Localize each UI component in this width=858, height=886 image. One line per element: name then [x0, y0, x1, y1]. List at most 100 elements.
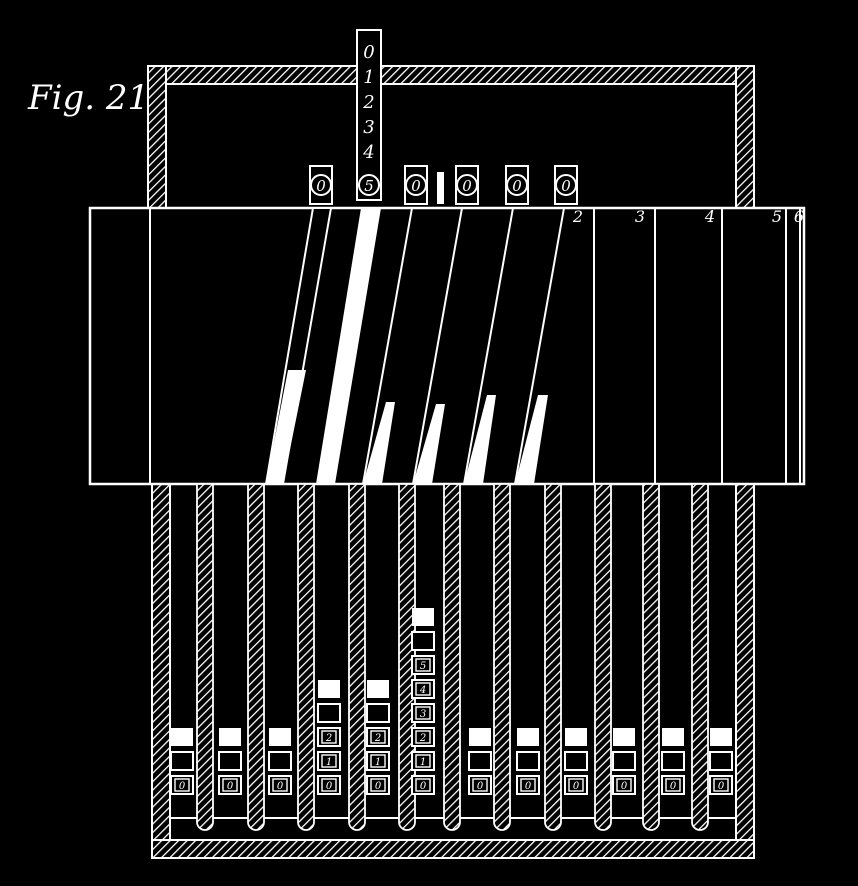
slant-fill	[413, 404, 445, 484]
numbered-block: 0	[179, 781, 186, 792]
figure-label: Fig. 21.	[28, 78, 160, 118]
numbered-block: 1	[326, 757, 332, 768]
numbered-block: 1	[420, 757, 426, 768]
case-top	[147, 65, 755, 211]
slant-line	[362, 207, 413, 485]
slide-numeral: 1	[363, 67, 374, 88]
hatched-rod	[196, 483, 214, 831]
top-block	[469, 728, 491, 746]
slant-fill	[515, 395, 548, 484]
top-block	[565, 728, 587, 746]
top-block	[517, 728, 539, 746]
reading-window: 0	[455, 165, 479, 205]
numbered-block: 0	[525, 781, 532, 792]
window-digit: 0	[561, 177, 571, 195]
numbered-block: 5	[420, 661, 426, 672]
reading-windows: 0 5 0 0 0 0	[309, 165, 578, 205]
top-block	[412, 608, 434, 626]
hatched-rod	[544, 483, 562, 831]
plain-block	[218, 751, 242, 771]
numbered-block: 0	[420, 781, 427, 792]
slant-fill	[363, 402, 395, 484]
numbered-block: 0	[477, 781, 484, 792]
plain-block	[468, 751, 492, 771]
reading-window: 0	[404, 165, 428, 205]
numbered-block: 1	[375, 757, 381, 768]
column-numeral: 2	[572, 207, 583, 226]
hatched-rod	[691, 483, 709, 831]
numbered-block: 2	[325, 733, 332, 744]
numbered-block: 0	[718, 781, 725, 792]
numbered-block: 2	[419, 733, 426, 744]
numbered-block: 0	[227, 781, 234, 792]
block-column: 0 1 2 3 4 5	[411, 608, 435, 795]
numbered-block: 0	[573, 781, 580, 792]
hatched-rod	[348, 483, 366, 831]
top-block	[662, 728, 684, 746]
slant-line	[514, 207, 565, 485]
hatched-rod	[247, 483, 265, 831]
window-digit: 0	[316, 177, 326, 195]
slant-strip-1-fill	[266, 370, 306, 484]
top-slide: 0 1 2 3 4	[356, 29, 382, 201]
window-digit: 0	[462, 177, 472, 195]
plain-block	[170, 751, 194, 771]
slide-numeral: 3	[363, 117, 374, 138]
column-numeral: 3	[635, 207, 645, 226]
reading-window: 5	[358, 174, 380, 196]
plain-block	[268, 751, 292, 771]
numbered-block: 3	[420, 709, 426, 720]
numbered-block: 0	[326, 781, 333, 792]
slide-numeral: 0	[363, 42, 374, 63]
column-numeral: 4	[704, 207, 715, 226]
column-numeral: 6	[794, 207, 804, 226]
block-column: 012	[366, 680, 390, 795]
numbered-block: 0	[621, 781, 628, 792]
plain-block	[366, 703, 390, 723]
slide-numeral: 2	[362, 92, 374, 113]
block-column: 0	[468, 728, 492, 795]
hatched-rod	[642, 483, 660, 831]
numbered-block: 2	[374, 733, 381, 744]
hatched-rod	[594, 483, 612, 831]
hatched-rod	[297, 483, 315, 831]
window-digit: 0	[512, 177, 522, 195]
top-block	[171, 728, 193, 746]
block-column: 0	[170, 728, 194, 795]
top-block	[269, 728, 291, 746]
slide-numeral: 4	[362, 142, 374, 163]
block-column: 0	[661, 728, 685, 795]
numbered-block: 0	[277, 781, 284, 792]
top-block	[367, 680, 389, 698]
slant-line	[463, 207, 514, 485]
plain-block	[661, 751, 685, 771]
block-column: 0	[612, 728, 636, 795]
slant-fill	[464, 395, 496, 484]
plain-block	[317, 703, 341, 723]
top-block	[219, 728, 241, 746]
numbered-block: 0	[670, 781, 677, 792]
rods	[196, 483, 709, 831]
window-digit: 0	[411, 177, 421, 195]
block-column: 0	[516, 728, 540, 795]
hatched-rod	[493, 483, 511, 831]
reading-window: 0	[309, 165, 333, 205]
plain-block	[709, 751, 733, 771]
block-column: 0	[268, 728, 292, 795]
plain-block	[612, 751, 636, 771]
numbered-block: 4	[419, 685, 426, 696]
slant-strip-2	[316, 208, 381, 484]
top-block	[318, 680, 340, 698]
window-indicator-bar	[437, 172, 444, 204]
window-digit: 5	[364, 177, 374, 195]
plain-block	[564, 751, 588, 771]
reading-window: 0	[554, 165, 578, 205]
block-column: 0	[709, 728, 733, 795]
reading-window: 0	[505, 165, 529, 205]
top-block	[613, 728, 635, 746]
plain-block	[411, 631, 435, 651]
plain-block	[516, 751, 540, 771]
